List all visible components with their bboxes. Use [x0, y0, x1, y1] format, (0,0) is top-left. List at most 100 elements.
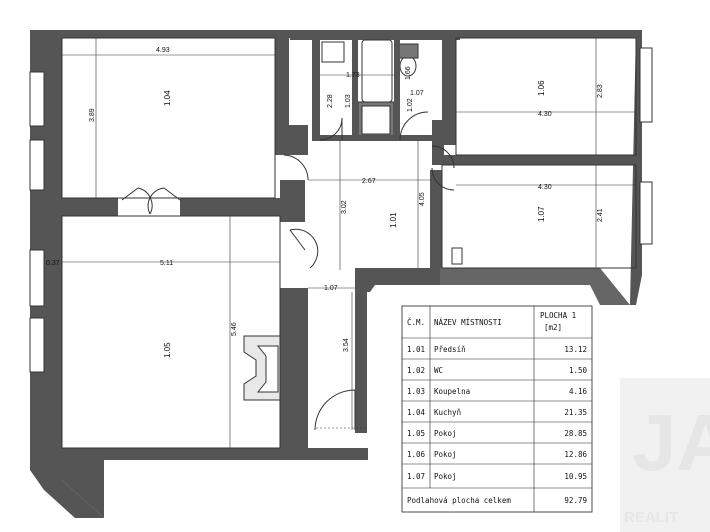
dim-hall-depth-a: 3.02: [341, 200, 348, 214]
dim-room105-width: 5.11: [160, 260, 173, 267]
dimension-lines: [62, 38, 636, 448]
table-frame: [401, 305, 593, 513]
table-cell-no: 1.03: [407, 387, 425, 396]
room-105-outline: [61, 215, 281, 449]
table-header: Č.M. NÁZEV MÍSTNOSTI PLOCHA 1 [m2]: [407, 311, 576, 332]
doors: [121, 111, 455, 431]
walls: [30, 30, 642, 518]
room-107-outline: [441, 164, 637, 269]
door-kitchen-1: [121, 187, 153, 215]
table-cell-name: WC: [434, 366, 443, 375]
wall-service-bottom: [312, 135, 442, 141]
shower-tray-icon: [361, 105, 391, 135]
dim-wc-width: 1.66: [405, 66, 412, 80]
window-kitchen-1: [29, 71, 45, 127]
room-table: Č.M. NÁZEV MÍSTNOSTI PLOCHA 1 [m2] 1.01 …: [401, 305, 593, 513]
dim-room105-offset: 0.37: [46, 260, 60, 267]
dim-hall-depth-b: 4.05: [419, 192, 426, 206]
door-room105: [289, 228, 319, 269]
room-label-101: 1.01: [389, 212, 398, 228]
bath-fixtures: [321, 39, 419, 139]
dim-hall-width: 2.67: [362, 178, 376, 185]
wall-top-service: [290, 30, 460, 40]
table-row: 1.05 Pokoj 28.85: [407, 429, 587, 438]
door-hall-left: [283, 154, 309, 181]
wall-room105-right: [280, 288, 308, 448]
window-room105-1: [29, 249, 45, 307]
table-total-label: Podlahová plocha celkem: [407, 496, 511, 505]
table-cell-area: 1.50: [569, 366, 588, 375]
wall-left-outer: [30, 30, 104, 518]
wall-hall-right: [430, 170, 442, 285]
wall-corridor-right: [355, 268, 367, 433]
wall-room105-bottom: [62, 448, 368, 460]
dim-kitchen-width: 4.93: [156, 47, 170, 54]
table-total-row: Podlahová plocha celkem 92.79: [407, 496, 587, 505]
dim-room105-depth: 5.46: [231, 322, 238, 336]
window-room106: [639, 47, 653, 123]
table-cell-area: 12.86: [564, 450, 587, 459]
wall-kitchen-bottom-right: [180, 198, 280, 216]
wall-chimney-block: [278, 125, 308, 155]
bathtub-icon: [361, 39, 393, 103]
window-room107-small: [451, 247, 463, 265]
wall-hall-left: [280, 180, 305, 222]
table-grid: [402, 306, 592, 512]
stove-inner-icon: [256, 345, 279, 393]
table-cell-area: 28.85: [564, 429, 587, 438]
table-cell-no: 1.02: [407, 366, 425, 375]
table-cell-no: 1.01: [407, 345, 425, 354]
table-cell-area: 13.12: [564, 345, 587, 354]
wall-bath-mid: [352, 40, 358, 140]
stove: [243, 335, 281, 401]
table-row: 1.03 Koupelna 4.16: [407, 387, 587, 396]
room-labels: 1.04 1.06 1.07 1.01 1.05: [163, 80, 546, 358]
wall-bottom-left: [62, 448, 104, 518]
wall-room106-107: [432, 155, 642, 165]
dimension-labels: 4.93 3.89 1.73 1.66 2.28 1.03 1.02 1.07 …: [46, 47, 604, 352]
dim-room107-depth: 2.41: [597, 208, 604, 222]
dim-kitchen-depth: 3.89: [89, 108, 96, 122]
dim-corridor-width: 1.07: [324, 285, 338, 292]
door-wc: [399, 111, 429, 141]
table-cell-no: 1.04: [407, 408, 426, 417]
dim-room106-width: 4.30: [538, 111, 552, 118]
window-kitchen-2: [29, 139, 45, 191]
table-total-value: 92.79: [564, 496, 587, 505]
dim-room106-depth: 2.83: [597, 84, 604, 98]
door-room106: [431, 145, 455, 169]
room-label-104: 1.04: [163, 90, 172, 106]
wall-top-right: [452, 30, 642, 38]
table-cell-no: 1.05: [407, 429, 425, 438]
room-outlines: [61, 37, 637, 449]
door-room107: [431, 167, 455, 191]
door-corridor: [314, 389, 356, 431]
wall-hall-bottom: [365, 268, 440, 292]
wall-top-kitchen: [30, 30, 290, 38]
table-cell-name: Pokoj: [434, 472, 457, 481]
window-room105-2: [29, 317, 45, 373]
wall-right-lower: [440, 268, 630, 305]
table-header-area-2: [m2]: [544, 323, 562, 332]
table-cell-name: Kuchyň: [434, 408, 461, 417]
watermark-mark: JA: [632, 398, 710, 487]
table-cell-area: 10.95: [564, 472, 587, 481]
table-row: 1.06 Pokoj 12.86: [407, 450, 587, 459]
watermark-panel: [620, 378, 710, 532]
watermark-text: REALIT: [624, 509, 678, 526]
table-cell-name: Koupelna: [434, 387, 470, 396]
watermark: JA REALIT: [620, 378, 710, 532]
table-row: 1.07 Pokoj 10.95: [407, 472, 587, 481]
wall-bath-left: [312, 40, 320, 140]
dim-corridor-depth: 3.54: [343, 338, 350, 352]
dim-bath-depth: 2.28: [327, 94, 334, 108]
dim-bath-width: 1.73: [346, 72, 360, 79]
table-header-area-1: PLOCHA 1: [540, 311, 576, 320]
table-cell-area: 21.35: [564, 408, 587, 417]
table-cell-name: Pokoj: [434, 450, 457, 459]
wall-bath-wc: [394, 40, 400, 140]
door-kitchen-2: [147, 187, 181, 215]
table-cell-no: 1.06: [407, 450, 426, 459]
sink-icon: [321, 41, 345, 63]
